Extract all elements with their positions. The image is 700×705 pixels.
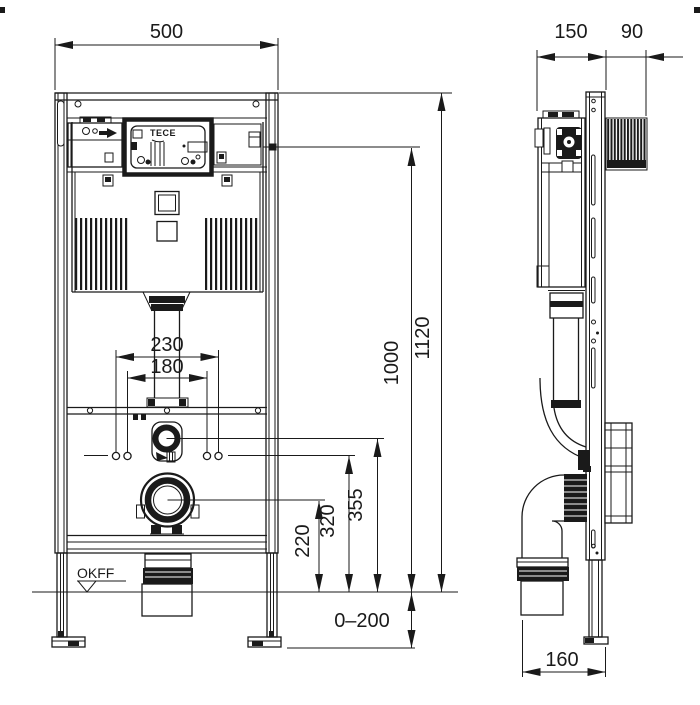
- dim-label-220: 220: [292, 524, 314, 557]
- dim-label-1120: 1120: [412, 316, 434, 359]
- dim-label-1000: 1000: [381, 341, 403, 386]
- dim-label-180: 180: [150, 356, 183, 378]
- dim-height-1000: 1000: [381, 148, 416, 592]
- dim-height-1120: 1120: [412, 93, 446, 592]
- hatch-panel-left: [75, 218, 130, 290]
- dim-label-230: 230: [150, 334, 183, 356]
- frame-middle-rail: [67, 406, 267, 420]
- protection-box-side: [605, 117, 648, 171]
- flush-pipe-side: [539, 318, 591, 472]
- frame-rail-left: [54, 92, 68, 554]
- wc-mounting-block: [604, 422, 633, 524]
- dim-anchor-230-180: 230 180: [115, 334, 219, 452]
- dim-floor-adjust: 0–200: [334, 592, 416, 648]
- side-rail: [585, 91, 606, 561]
- water-supply-connection: [151, 421, 183, 463]
- floor-level-label: OKFF: [77, 565, 114, 581]
- dim-label-90: 90: [621, 21, 643, 43]
- dim-height-220: 220: [292, 501, 323, 592]
- support-legs: [51, 552, 282, 648]
- dim-height-355: 355: [345, 439, 382, 592]
- frame-rail-right: [265, 92, 279, 554]
- dim-label-150: 150: [554, 21, 587, 43]
- drain-pipe-front: [141, 553, 193, 617]
- fixing-bolts-row: [84, 451, 223, 461]
- flush-plate-opening: [154, 190, 180, 242]
- wc-connection-side: [516, 474, 587, 616]
- side-view: [516, 91, 648, 645]
- fill-valve-unit: [67, 116, 123, 168]
- front-view: TECE: [51, 92, 282, 648]
- dim-label-320: 320: [317, 504, 339, 537]
- cistern-side: [534, 110, 586, 319]
- side-leg: [583, 559, 609, 645]
- hatch-panel-right: [203, 218, 260, 290]
- screw-icon: [74, 100, 82, 108]
- flush-pipe-front: [142, 291, 191, 408]
- screw-icon: [252, 100, 260, 108]
- dim-label-355: 355: [345, 488, 367, 521]
- dimensions: 500 150 90 230 180: [32, 21, 683, 677]
- dim-height-320: 320: [317, 456, 353, 592]
- frame-top-rail: [55, 92, 278, 119]
- floor-level-marker: OKFF: [76, 565, 126, 593]
- dim-outlet-160: 160: [522, 620, 606, 677]
- fill-valve-side: [534, 127, 582, 159]
- corner-mark-left: [0, 7, 5, 13]
- dim-depth-150-90: 150 90: [536, 21, 683, 116]
- drain-outlet: [136, 472, 200, 535]
- foot-plate-right: [247, 636, 282, 648]
- dim-label-0-200: 0–200: [334, 610, 390, 632]
- dim-width-500: 500: [54, 21, 279, 90]
- dim-label-500: 500: [150, 21, 183, 43]
- frame-bottom-rail: [67, 534, 267, 554]
- arrow-fitting-icon: [99, 128, 117, 138]
- dim-label-160: 160: [545, 649, 578, 671]
- service-opening: TECE: [122, 117, 214, 177]
- foot-plate-left: [51, 636, 86, 648]
- cistern-front: TECE: [67, 116, 267, 408]
- flush-valve-unit: [213, 123, 262, 166]
- corner-mark-right: [694, 7, 700, 13]
- brand-logo: TECE: [150, 128, 176, 138]
